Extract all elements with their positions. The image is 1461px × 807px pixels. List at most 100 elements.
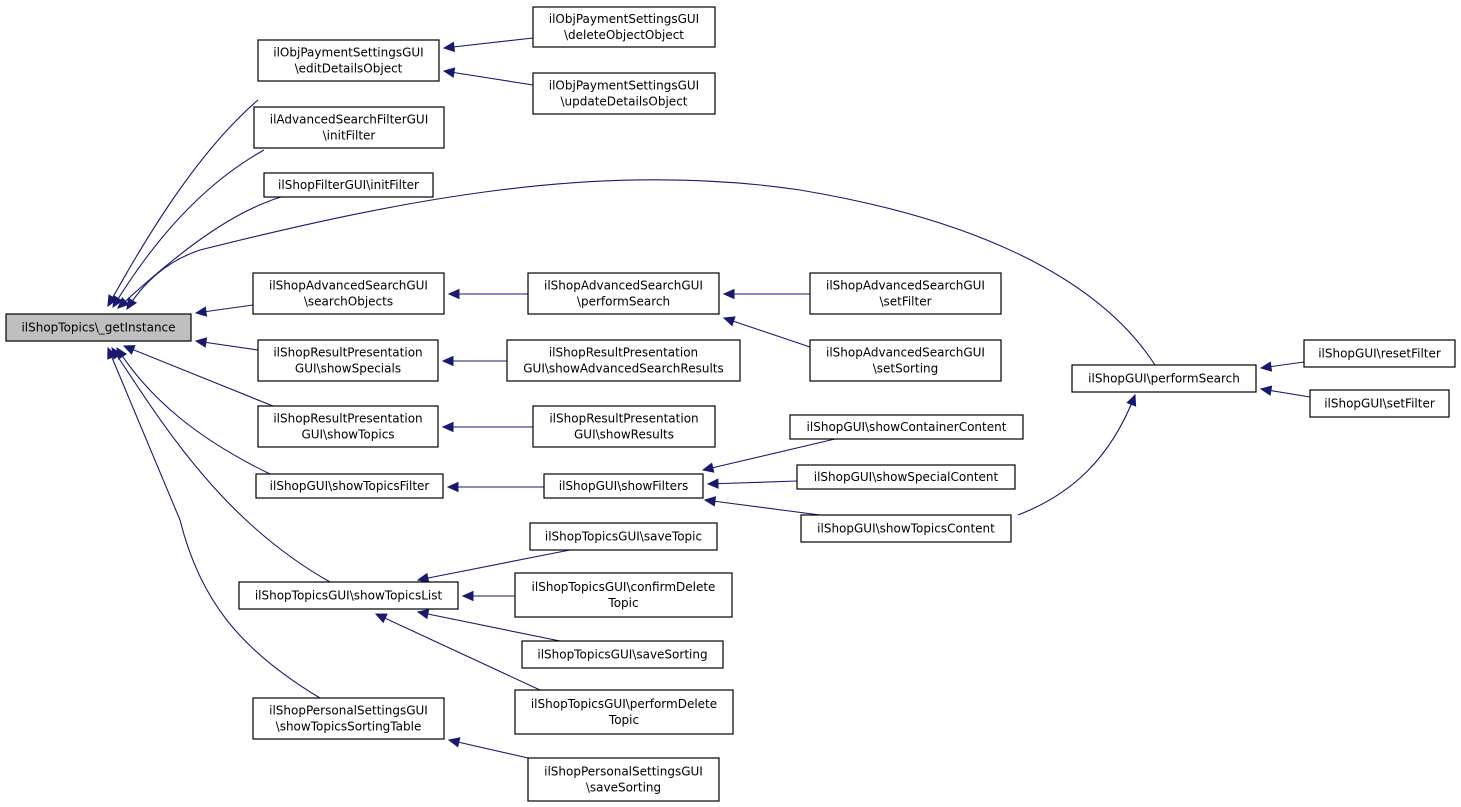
arrowhead: [447, 737, 461, 748]
edge-gui_perform-to-root: [126, 179, 1156, 366]
node-gui-special[interactable]: ilShopGUI\showSpecialContent: [796, 464, 1016, 490]
node-box: [796, 464, 1016, 490]
arrowhead: [416, 572, 430, 584]
node-label-line: \performSearch: [577, 295, 670, 309]
edge-adv_perform-to-adv_search_objects: [447, 288, 528, 300]
arrowhead: [126, 297, 138, 311]
node-label-line: ilShopGUI\showTopicsFilter: [270, 479, 430, 493]
edge-adv_filter-to-root: [112, 149, 265, 309]
node-box: [532, 405, 716, 448]
node-adv-setsorting[interactable]: ilShopAdvancedSearchGUI\setSorting: [809, 339, 1002, 382]
edge-gui_topics_content-to-gui_perform: [1017, 393, 1137, 516]
node-gui-perform[interactable]: ilShopGUI\performSearch: [1071, 364, 1257, 393]
node-label-line: ilShopTopicsGUI\showTopicsList: [255, 589, 443, 603]
edge-line: [375, 613, 541, 691]
node-pay-delete[interactable]: ilObjPaymentSettingsGUI\deleteObjectObje…: [532, 6, 716, 48]
node-pers-table[interactable]: ilShopPersonalSettingsGUI\showTopicsSort…: [252, 697, 445, 740]
node-box: [800, 514, 1012, 543]
edge-pers_table-to-root: [107, 346, 321, 699]
node-pay-edit[interactable]: ilObjPaymentSettingsGUI\editDetailsObjec…: [257, 39, 440, 82]
edge-line: [112, 149, 265, 308]
node-label-line: ilObjPaymentSettingsGUI: [549, 12, 699, 26]
edge-res_topics-to-root: [122, 345, 274, 407]
node-gui-setfilter[interactable]: ilShopGUI\setFilter: [1309, 389, 1450, 418]
node-gui-reset[interactable]: ilShopGUI\resetFilter: [1303, 339, 1456, 368]
node-label-line: ilShopGUI\showTopicsContent: [817, 522, 995, 536]
node-adv-setfilter[interactable]: ilShopAdvancedSearchGUI\setFilter: [809, 272, 1002, 315]
node-root[interactable]: ilShopTopics\_getInstance: [5, 313, 192, 342]
edge-line: [111, 347, 331, 583]
edge-line: [117, 194, 289, 309]
node-box: [238, 581, 459, 610]
edge-res_specials-to-root: [194, 337, 259, 351]
edge-gui_special-to-gui_show_filters: [706, 478, 798, 489]
edge-line: [107, 99, 259, 307]
edge-topics_sort-to-topics_list: [416, 608, 561, 642]
arrowhead: [416, 608, 430, 620]
edge-line: [116, 347, 271, 475]
edge-gui_topics_content-to-gui_show_filters: [703, 496, 821, 516]
edge-gui_topics_filter-to-root: [116, 346, 271, 475]
node-box: [257, 39, 440, 82]
arrowhead: [447, 288, 460, 300]
node-res-adv-results[interactable]: ilShopResultPresentationGUI\showAdvanced…: [506, 339, 741, 382]
arrowhead: [374, 613, 388, 624]
node-label-line: ilShopFilterGUI\initFilter: [278, 178, 419, 192]
arrowhead: [122, 345, 136, 355]
node-pers-save[interactable]: ilShopPersonalSettingsGUI\saveSorting: [527, 757, 720, 802]
edge-pay_delete-to-pay_edit: [442, 37, 534, 53]
node-label-line: \initFilter: [323, 129, 376, 143]
node-box: [809, 272, 1002, 315]
node-topics-save[interactable]: ilShopTopicsGUI\saveTopic: [529, 522, 718, 551]
node-label-line: GUI\showAdvancedSearchResults: [523, 362, 724, 376]
node-shop-filter[interactable]: ilShopFilterGUI\initFilter: [263, 172, 434, 198]
node-label-line: ilShopPersonalSettingsGUI: [269, 704, 428, 718]
edge-line: [107, 347, 321, 699]
arrowhead: [703, 496, 717, 507]
node-topics-sort[interactable]: ilShopTopicsGUI\saveSorting: [521, 640, 724, 669]
edge-pay_edit-to-root: [107, 99, 259, 308]
node-box: [506, 339, 741, 382]
node-label-line: ilShopGUI\showSpecialContent: [814, 470, 999, 484]
node-gui-topics-filter[interactable]: ilShopGUI\showTopicsFilter: [255, 473, 444, 499]
arrowhead: [442, 67, 456, 78]
node-box: [527, 272, 720, 315]
node-box: [1071, 364, 1257, 393]
node-label-line: ilShopGUI\showFilters: [559, 479, 689, 493]
node-box: [789, 414, 1024, 440]
edge-line: [417, 548, 576, 581]
edge-gui_reset-to-gui_perform: [1259, 361, 1305, 372]
node-label-line: Topic: [608, 713, 639, 727]
node-label-line: ilShopGUI\showContainerContent: [807, 420, 1007, 434]
node-gui-container[interactable]: ilShopGUI\showContainerContent: [789, 414, 1024, 440]
node-adv-perform[interactable]: ilShopAdvancedSearchGUI\performSearch: [527, 272, 720, 315]
node-label-line: ilShopGUI\setFilter: [1324, 397, 1435, 411]
node-topics-list[interactable]: ilShopTopicsGUI\showTopicsList: [238, 581, 459, 610]
node-box: [521, 640, 724, 669]
node-gui-show-filters[interactable]: ilShopGUI\showFilters: [543, 473, 704, 499]
edge-gui_show_filters-to-gui_topics_filter: [446, 481, 544, 493]
node-box: [809, 339, 1002, 382]
node-label-line: ilShopTopics\_getInstance: [21, 321, 175, 335]
node-gui-topics-content[interactable]: ilShopGUI\showTopicsContent: [800, 514, 1012, 543]
node-label-line: ilShopResultPresentation: [549, 412, 698, 426]
node-label-line: ilAdvancedSearchFilterGUI: [270, 113, 429, 127]
edge-gui_container-to-gui_show_filters: [701, 438, 836, 473]
node-box: [253, 106, 445, 149]
node-label-line: \searchObjects: [304, 295, 393, 309]
arrowhead: [112, 295, 123, 309]
arrowhead: [722, 288, 735, 300]
node-label-line: \saveSorting: [586, 781, 661, 795]
arrowhead: [194, 306, 208, 317]
edge-line: [707, 480, 798, 485]
node-box: [514, 572, 733, 618]
edge-adv_setsorting-to-adv_perform: [722, 316, 811, 348]
node-adv-filter[interactable]: ilAdvancedSearchFilterGUI \initFilter: [253, 106, 445, 149]
node-pay-update[interactable]: ilObjPaymentSettingsGUI\updateDetailsObj…: [532, 72, 716, 115]
node-adv-search-objects[interactable]: ilShopAdvancedSearchGUI\searchObjects: [252, 272, 445, 315]
